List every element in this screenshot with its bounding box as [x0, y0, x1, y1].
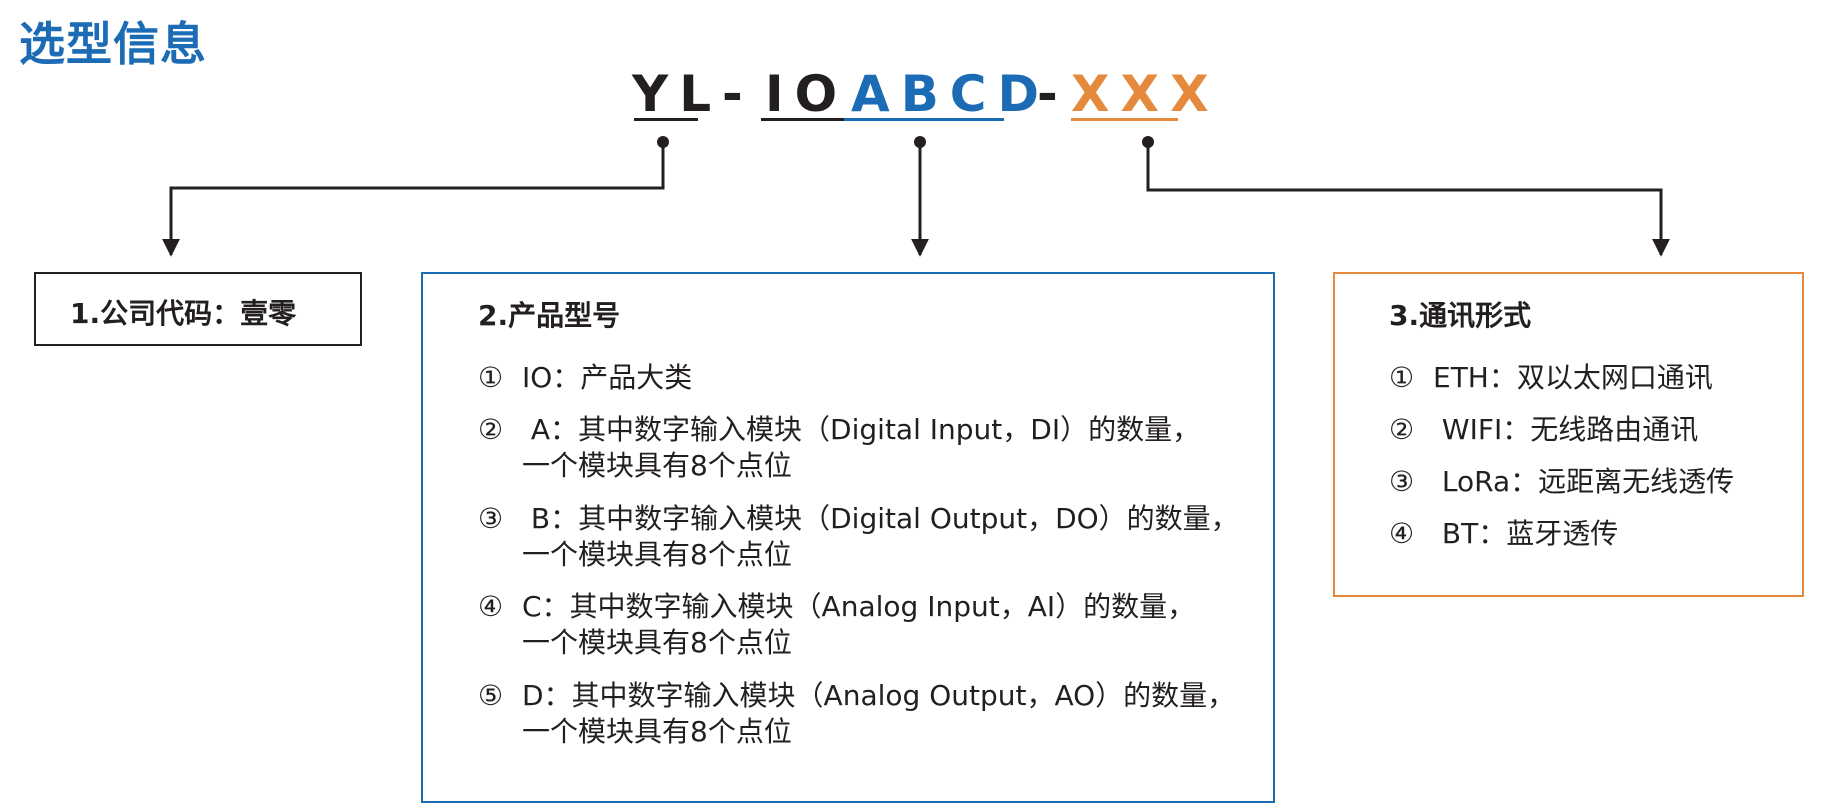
code-company: YL — [632, 65, 723, 123]
model-item-number: ④ — [478, 590, 504, 623]
company-code-title: 1.公司代码：壹零 — [70, 297, 297, 330]
page-title: 选型信息 — [19, 17, 207, 71]
comm-item-number: ② — [1389, 413, 1415, 446]
code-comm: XXX — [1071, 65, 1220, 123]
comm-item-text: LoRa：远距离无线透传 — [1433, 465, 1735, 498]
comm-item-eth: ① ETH：双以太网口通讯 — [1389, 360, 1713, 396]
code-io: IO — [765, 65, 849, 123]
comm-item-text: BT：蓝牙透传 — [1433, 517, 1619, 550]
comm-item-lora: ③ LoRa：远距离无线透传 — [1389, 464, 1734, 500]
model-item-number: ② — [478, 413, 504, 446]
communication-title: 3.通讯形式 — [1389, 299, 1532, 332]
code-comm-underline — [1071, 118, 1178, 121]
comm-item-text: WIFI：无线路由通讯 — [1433, 413, 1699, 446]
comm-item-number: ① — [1389, 361, 1415, 394]
comm-item-number: ④ — [1389, 517, 1415, 550]
comm-item-wifi: ② WIFI：无线路由通讯 — [1389, 412, 1698, 448]
comm-item-number: ③ — [1389, 465, 1415, 498]
model-item-io: ① IO：产品大类 — [478, 360, 692, 396]
product-model-box: 2.产品型号 ① IO：产品大类 ② A：其中数字输入模块（Digital Inp… — [421, 272, 1275, 803]
model-item-text-line2: 一个模块具有8个点位 — [522, 538, 792, 571]
comm-item-text: ETH：双以太网口通讯 — [1433, 361, 1713, 394]
company-code-box: 1.公司代码：壹零 — [34, 272, 362, 346]
model-item-text-line2: 一个模块具有8个点位 — [522, 449, 792, 482]
comm-item-bt: ④ BT：蓝牙透传 — [1389, 516, 1618, 552]
model-item-text-line2: 一个模块具有8个点位 — [522, 626, 792, 659]
model-item-b: ③ B：其中数字输入模块（Digital Output，DO）的数量， 一个模块… — [478, 501, 1239, 573]
code-dash-1: - — [722, 65, 754, 123]
product-model-title: 2.产品型号 — [478, 299, 621, 332]
connector-company — [162, 136, 669, 257]
code-abcd: ABCD — [851, 65, 1051, 123]
code-dash-2: - — [1037, 65, 1069, 123]
code-abcd-underline — [844, 118, 1004, 121]
model-item-text: D：其中数字输入模块（Analog Output，AO）的数量， — [522, 679, 1236, 712]
connector-model — [911, 136, 929, 257]
model-item-a: ② A：其中数字输入模块（Digital Input，DI）的数量， 一个模块具… — [478, 412, 1200, 484]
model-item-number: ③ — [478, 502, 504, 535]
model-item-c: ④ C：其中数字输入模块（Analog Input，AI）的数量， 一个模块具有8… — [478, 589, 1195, 661]
model-item-text: A：其中数字输入模块（Digital Input，DI）的数量， — [522, 413, 1201, 446]
model-item-d: ⑤ D：其中数字输入模块（Analog Output，AO）的数量， 一个模块具有… — [478, 678, 1235, 750]
model-item-text: C：其中数字输入模块（Analog Input，AI）的数量， — [522, 590, 1196, 623]
model-item-text: IO：产品大类 — [522, 361, 693, 394]
model-item-text: B：其中数字输入模块（Digital Output，DO）的数量， — [522, 502, 1239, 535]
connector-comm — [1142, 136, 1670, 257]
communication-box: 3.通讯形式 ① ETH：双以太网口通讯 ② WIFI：无线路由通讯 ③ LoRa… — [1333, 272, 1804, 597]
model-item-number: ① — [478, 361, 504, 394]
model-item-number: ⑤ — [478, 679, 504, 712]
code-company-underline — [634, 118, 698, 121]
code-io-underline — [761, 118, 844, 121]
model-item-text-line2: 一个模块具有8个点位 — [522, 715, 792, 748]
